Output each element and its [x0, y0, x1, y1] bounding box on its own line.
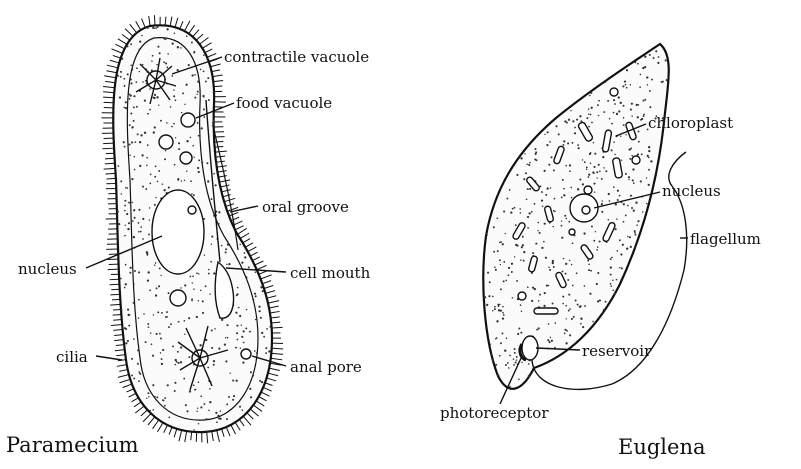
euglena-figure: chloroplast nucleus flagellum reservoir …	[440, 44, 761, 459]
leader-cilia	[96, 356, 122, 360]
label-flagellum: flagellum	[690, 230, 761, 248]
label-euglena-nucleus: nucleus	[662, 182, 721, 200]
label-food-vacuole: food vacuole	[236, 94, 332, 112]
label-contractile-vacuole: contractile vacuole	[224, 48, 369, 66]
paramecium-micronucleus	[188, 206, 196, 214]
label-chloroplast: chloroplast	[648, 114, 733, 132]
label-anal-pore: anal pore	[290, 358, 362, 376]
paramecium-figure: contractile vacuole food vacuole oral gr…	[6, 15, 371, 457]
title-paramecium: Paramecium	[6, 433, 139, 457]
label-cilia: cilia	[56, 348, 88, 366]
label-paramecium-nucleus: nucleus	[18, 260, 77, 278]
paramecium-nucleus	[152, 190, 204, 274]
label-oral-groove: oral groove	[262, 198, 349, 216]
title-euglena: Euglena	[618, 435, 706, 459]
label-reservoir: reservoir	[582, 342, 652, 360]
euglena-nucleolus	[582, 206, 590, 214]
label-cell-mouth: cell mouth	[290, 264, 371, 282]
euglena-reservoir	[522, 336, 538, 360]
label-photoreceptor: photoreceptor	[440, 404, 549, 422]
